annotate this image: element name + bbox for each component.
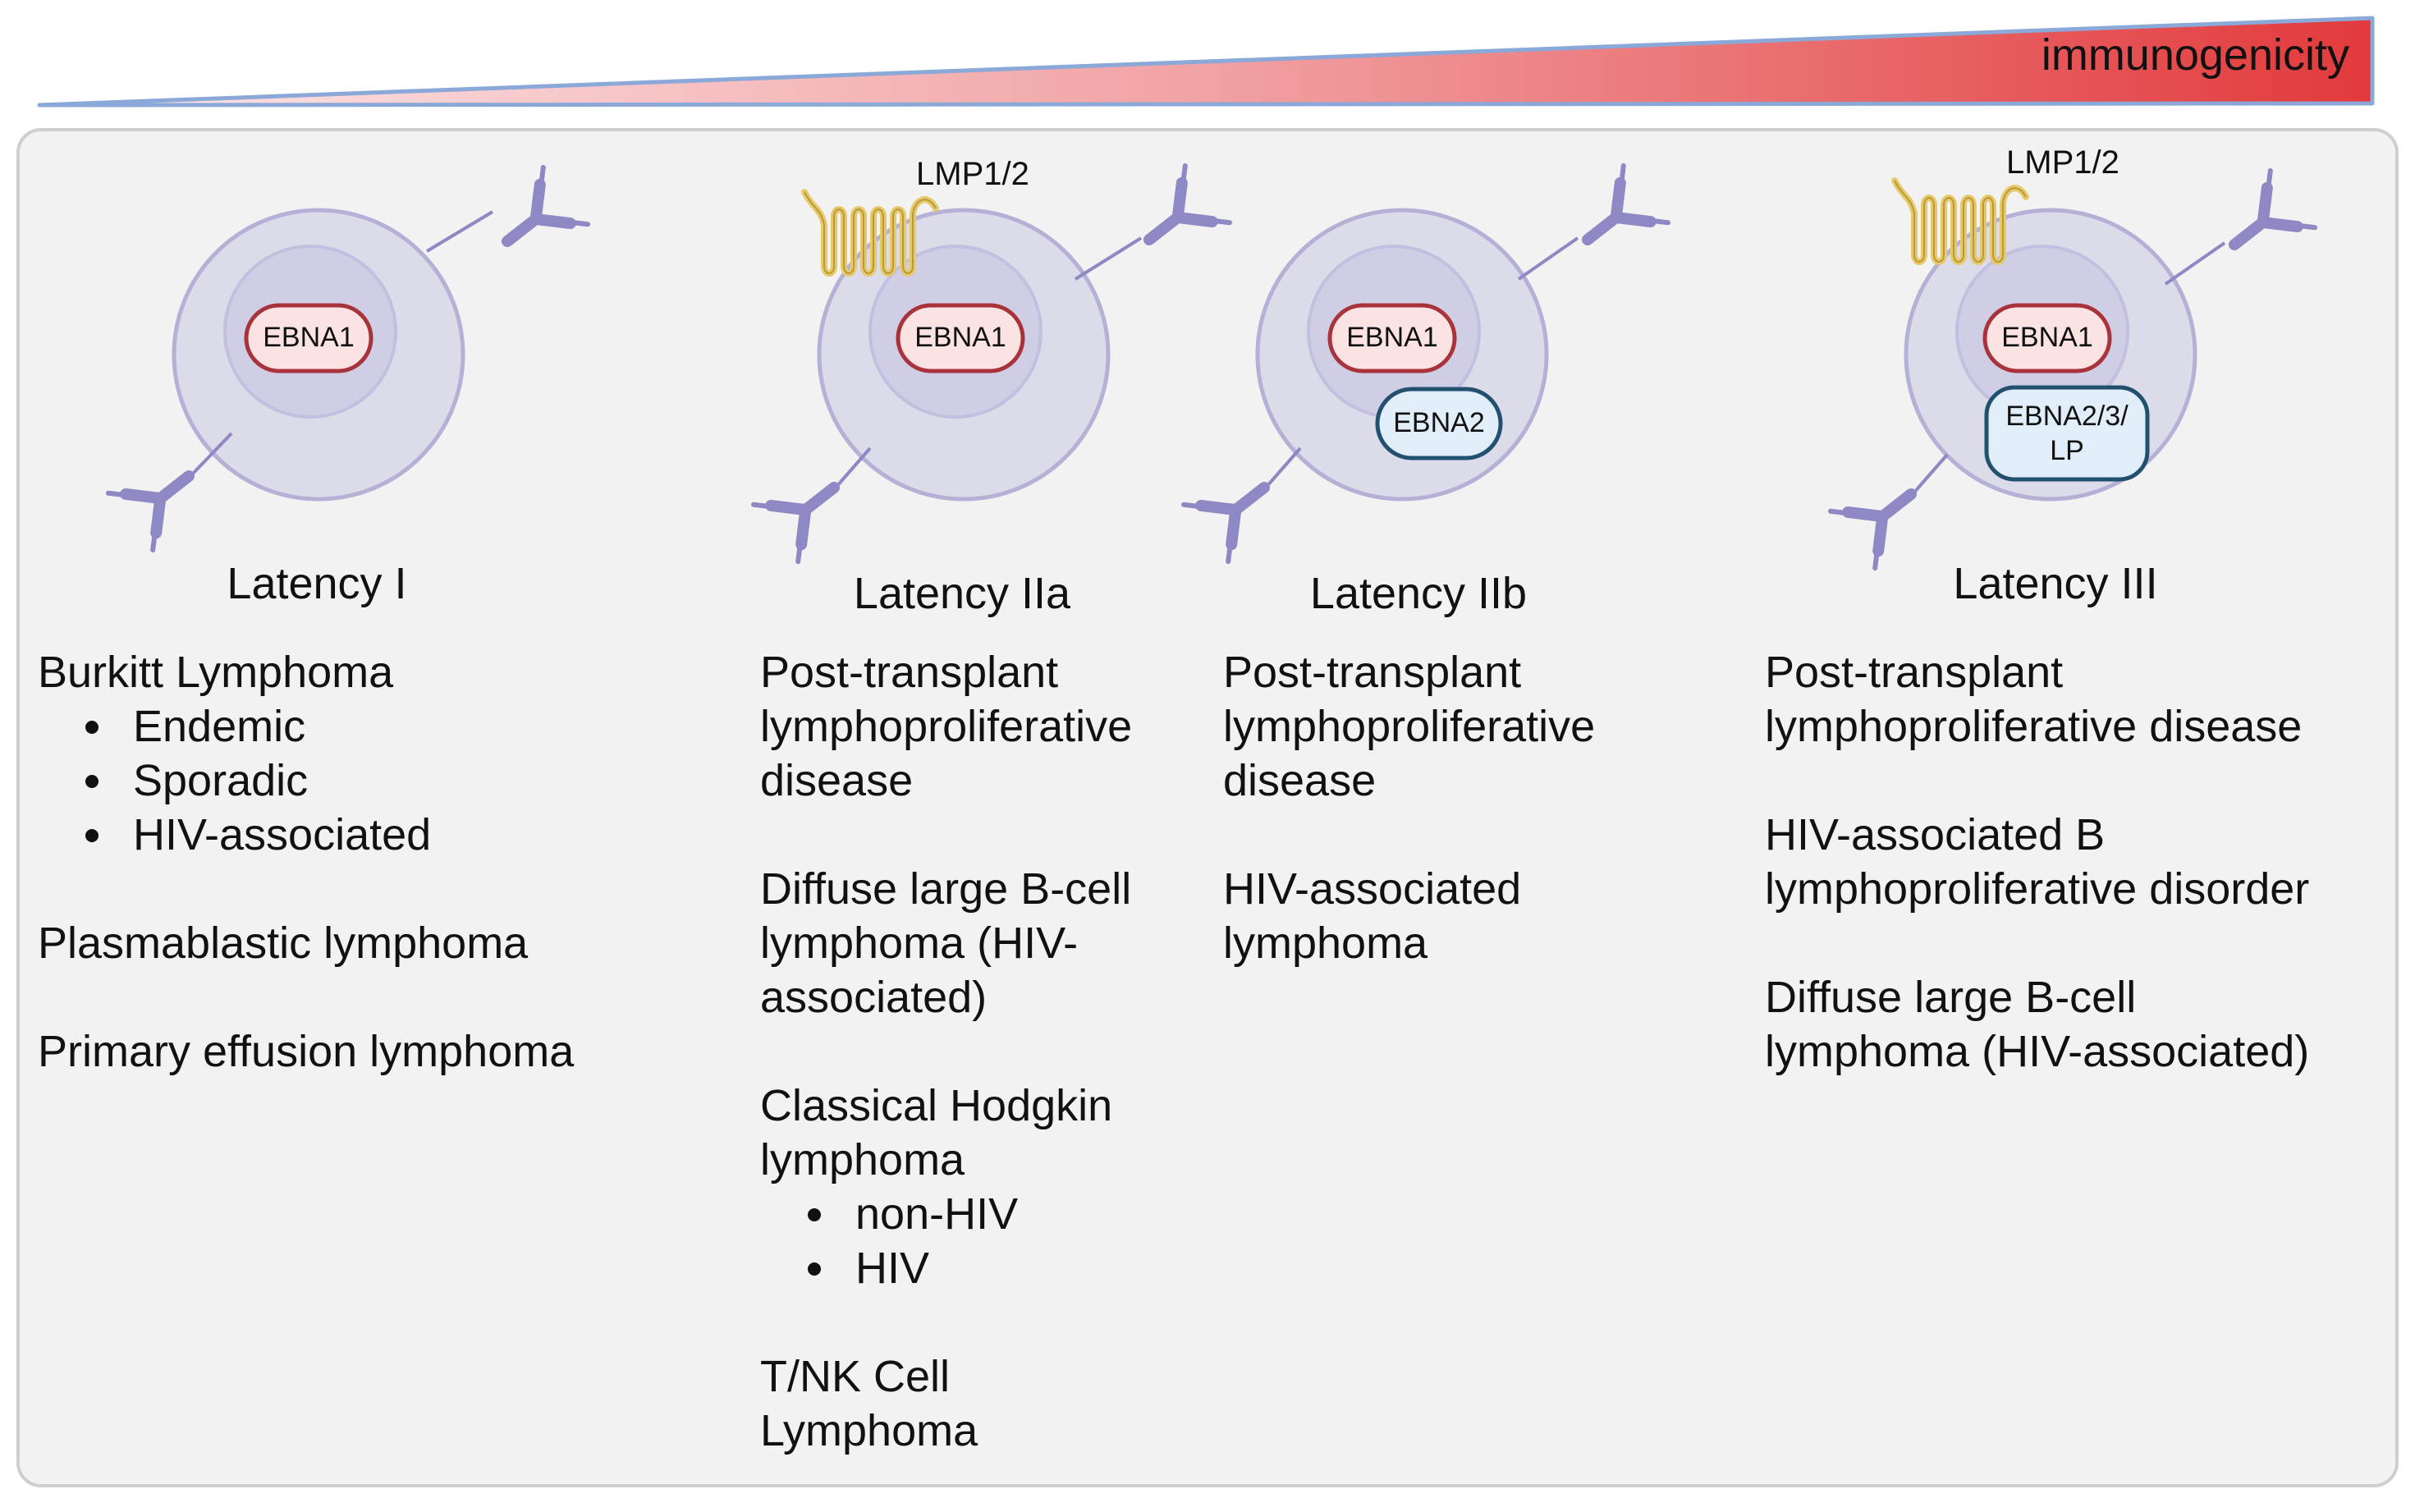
disease-text: Classical Hodgkin [760, 1081, 1113, 1130]
disease-entry: Plasmablastic lymphoma [38, 916, 574, 970]
disease-text: Post-transplant [1223, 648, 1522, 697]
gradient-wedge [37, 16, 2375, 108]
disease-subtype: Sporadic [38, 754, 574, 808]
disease-text: lymphoma (HIV-associated) [1765, 1027, 2310, 1076]
disease-text: Plasmablastic lymphoma [38, 919, 529, 968]
immunogenicity-label: immunogenicity [2041, 30, 2349, 80]
disease-text: HIV-associated B [1765, 810, 2106, 859]
latency-3-title: Latency III [1953, 559, 2158, 608]
disease-text: HIV-associated [1223, 864, 1522, 914]
disease-entry: HIV-associated lymphoma [1223, 862, 1595, 970]
latency-2a-title: Latency IIa [853, 569, 1071, 618]
disease-subtype: Endemic [38, 699, 574, 754]
latency-2a-diseases: Post-transplant lymphoproliferative diseas… [760, 645, 1132, 1512]
disease-text: Diffuse large B-cell [760, 864, 1132, 914]
disease-entry: Post-transplant lymphoproliferative diseas… [760, 645, 1132, 808]
disease-subtype: HIV-associated [38, 808, 574, 862]
disease-entry: Diffuse large B-cell lymphoma (HIV-associ… [760, 862, 1132, 1024]
disease-text: Post-transplant [1765, 648, 2064, 697]
disease-entry: HIV-associated B lymphoproliferative diso… [1765, 808, 2309, 916]
disease-text: lymphoma [1223, 919, 1428, 968]
disease-entry: Primary effusion lymphoma [38, 1024, 574, 1079]
disease-text: Post-transplant [760, 648, 1059, 697]
immunogenicity-gradient [37, 16, 2375, 108]
disease-text: Burkitt Lymphoma [38, 648, 394, 697]
disease-entry: Post-transplant lymphoproliferative disea… [1765, 645, 2309, 754]
disease-text: T/NK Cell [760, 1352, 951, 1401]
disease-entry: Post-transplant lymphoproliferative diseas… [1223, 645, 1595, 808]
disease-text: lymphoma [760, 1135, 965, 1184]
disease-text: lymphoproliferative [760, 702, 1133, 751]
disease-text: Primary effusion lymphoma [38, 1027, 575, 1076]
latency-2b-title: Latency IIb [1309, 569, 1528, 618]
disease-entry: Diffuse large B-cell lymphoma (HIV-associ… [1765, 970, 2309, 1079]
latency-3-diseases: Post-transplant lymphoproliferative disea… [1765, 645, 2309, 1133]
disease-text: disease [1223, 756, 1377, 805]
latency-2b-diseases: Post-transplant lymphoproliferative diseas… [1223, 645, 1595, 1024]
disease-text: Diffuse large B-cell [1765, 973, 2137, 1022]
disease-subtype: HIV [760, 1241, 1132, 1295]
disease-text: associated) [760, 973, 988, 1022]
disease-subtype: non-HIV [760, 1187, 1132, 1241]
disease-text: lymphoproliferative disease [1765, 702, 2303, 751]
disease-text: lymphoproliferative [1223, 702, 1596, 751]
disease-text: Lymphoma [760, 1406, 978, 1455]
disease-text: disease [760, 756, 914, 805]
lmp-label-2a: LMP1/2 [916, 156, 1029, 192]
disease-text: lymphoma (HIV- [760, 919, 1079, 968]
disease-text: lymphoproliferative disorder [1765, 864, 2310, 914]
latency-1-title: Latency I [227, 559, 407, 608]
lmp-label-3: LMP1/2 [2006, 144, 2119, 181]
